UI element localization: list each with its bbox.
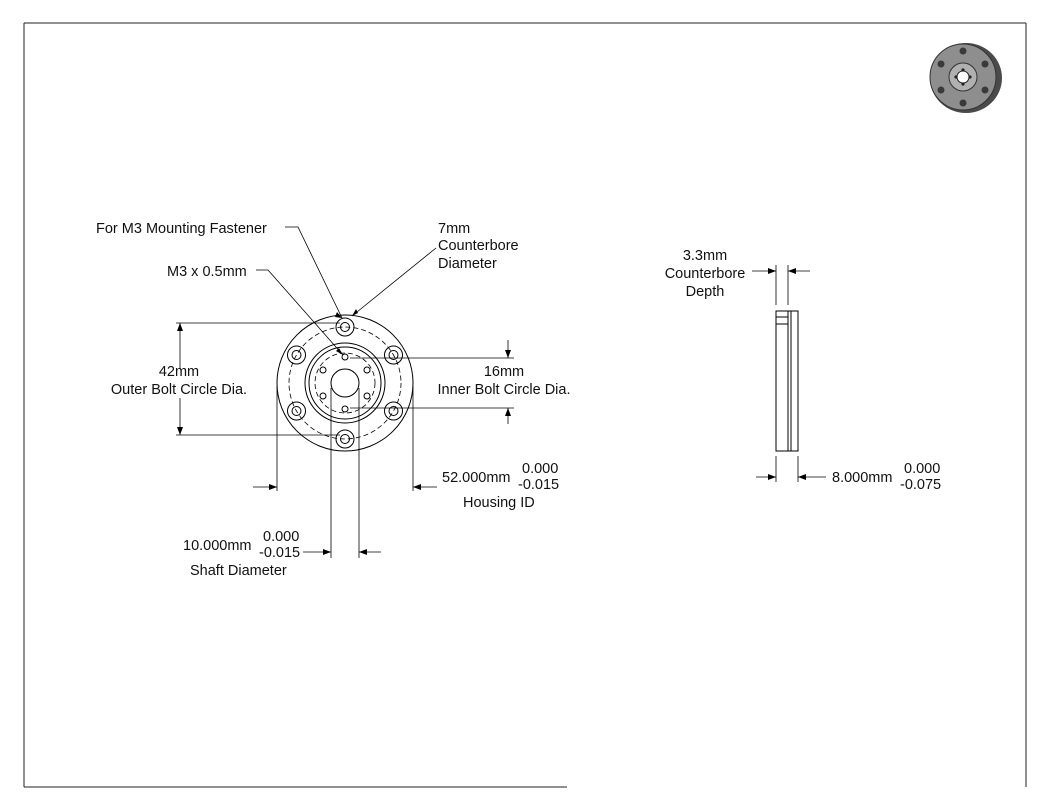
housing-outer-circle [276, 314, 414, 452]
shaft-bore [330, 368, 360, 398]
outer-bolt-circle-value: 42mm [159, 364, 199, 380]
shaft-diameter-tol-upper: 0.000 [263, 529, 299, 545]
hub-inner-circle [308, 346, 382, 420]
inner-bolt-holes [319, 353, 371, 413]
outer-bolt-circle [288, 326, 402, 440]
hub-outer-circle [304, 342, 386, 424]
sheet-border [23, 22, 1027, 788]
shaft-diameter-tol-lower: -0.015 [259, 545, 300, 561]
housing-id-tol-lower: -0.015 [518, 477, 559, 493]
side-view-part [775, 310, 799, 452]
thickness-tol-upper: 0.000 [904, 461, 940, 477]
counterbore-diameter-value: 7mm [438, 221, 470, 237]
thickness-tol-lower: -0.075 [900, 477, 941, 493]
housing-id-tol-upper: 0.000 [522, 461, 558, 477]
thickness-value: 8.000mm [832, 470, 892, 486]
counterbore-diameter-line3: Diameter [438, 256, 497, 272]
front-view-arrowheads [177, 309, 511, 555]
mounting-fastener-label: For M3 Mounting Fastener [96, 221, 267, 237]
inner-bolt-circle-value: 16mm [484, 364, 524, 380]
thread-label: M3 x 0.5mm [167, 264, 247, 280]
side-view-arrowheads [768, 268, 806, 480]
shaft-diameter-value: 10.000mm [183, 538, 252, 554]
inner-bolt-circle-label: Inner Bolt Circle Dia. [438, 382, 571, 398]
outer-bolt-holes [287, 317, 403, 449]
front-view-dimensions [176, 226, 514, 558]
front-view-part [276, 314, 414, 452]
counterbore-depth-value: 3.3mm [683, 248, 727, 264]
housing-id-label: Housing ID [463, 495, 535, 511]
counterbore-depth-line3: Depth [686, 284, 725, 300]
outer-bolt-circle-label: Outer Bolt Circle Dia. [111, 382, 247, 398]
counterbore-depth-line2: Counterbore [665, 266, 746, 282]
counterbore-diameter-line2: Counterbore [438, 238, 519, 254]
housing-id-value: 52.000mm [442, 470, 511, 486]
inner-bolt-circle [314, 352, 376, 414]
shaft-diameter-label: Shaft Diameter [190, 563, 287, 579]
isometric-thumbnail [929, 43, 1002, 113]
